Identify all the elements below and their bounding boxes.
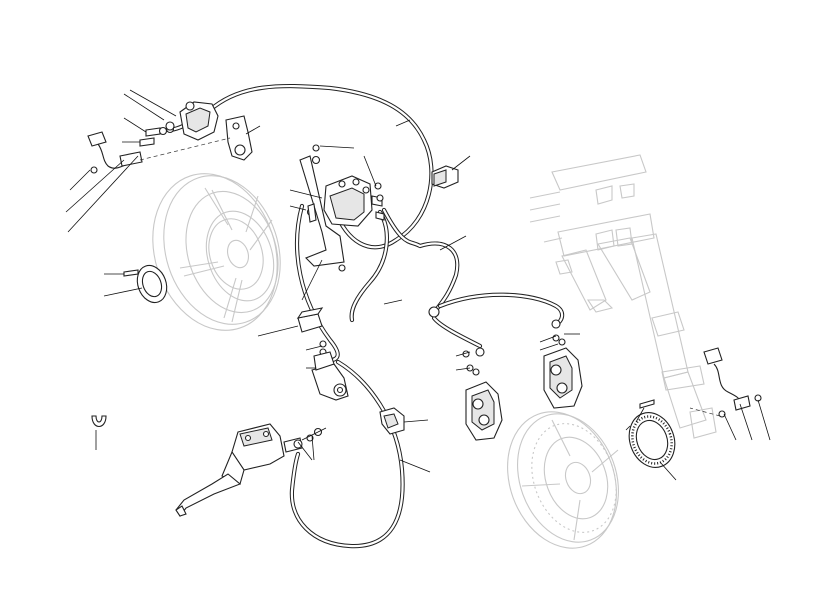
front-fork	[529, 154, 717, 439]
hose-clip	[379, 407, 405, 435]
right-front-caliper	[543, 347, 583, 409]
front-master-cylinder	[221, 423, 323, 485]
left-front-caliper	[465, 381, 503, 441]
rear-tone-ring	[136, 264, 168, 304]
leader-lines	[65, 89, 771, 481]
front-tone-ring	[628, 412, 676, 468]
abs-bracket	[299, 155, 346, 272]
brake-lever	[175, 473, 242, 517]
rear-wheel	[152, 173, 281, 331]
hose-fittings	[165, 121, 561, 358]
bolts	[123, 203, 655, 409]
rear-caliper-bracket	[225, 115, 253, 161]
front-brake-disc	[531, 423, 617, 533]
front-abs-sensor	[689, 347, 762, 418]
front-wheel	[507, 411, 619, 549]
relay-connector	[431, 165, 459, 189]
rear-brake-disc	[205, 210, 275, 302]
rear-abs-sensor	[87, 131, 231, 174]
rear-master-cylinder	[311, 351, 349, 401]
rubber-pad	[296, 307, 324, 333]
rear-caliper	[179, 101, 219, 141]
abs-modulator	[323, 175, 385, 227]
cable-clip	[91, 415, 107, 428]
